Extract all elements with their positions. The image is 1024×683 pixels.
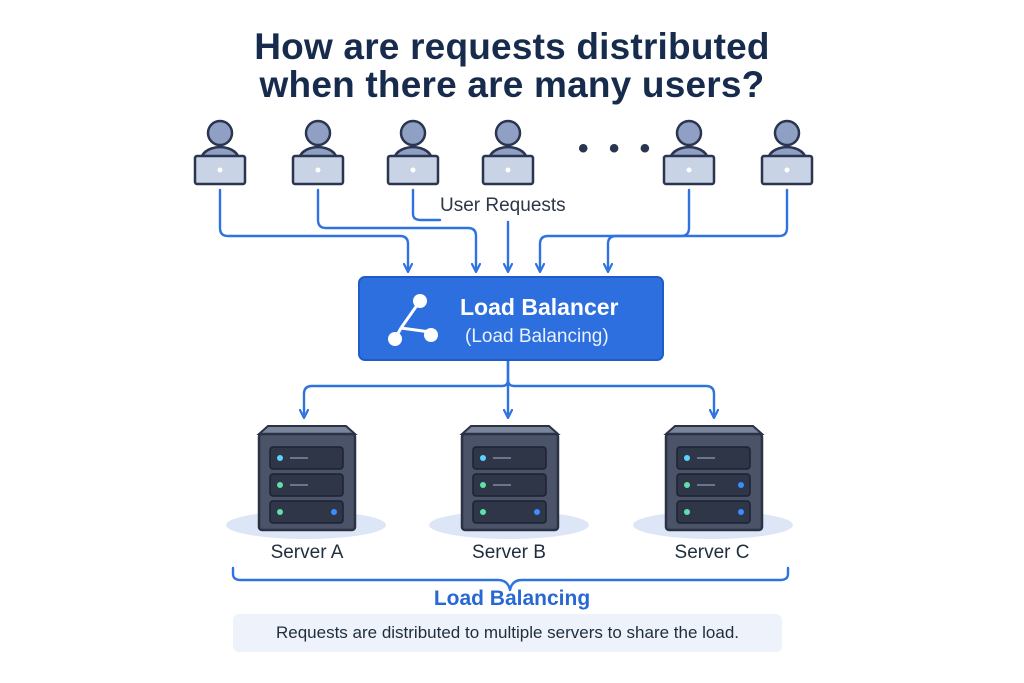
server-c — [633, 422, 793, 547]
caption-text: Requests are distributed to multiple ser… — [275, 623, 740, 642]
arrow-user-1 — [218, 188, 408, 268]
caption-box: Requests are distributed to multiple ser… — [233, 614, 782, 652]
diagram-title-line-2: when there are many users? — [259, 64, 765, 105]
load-balancing-group-label: Load Balancing — [433, 587, 591, 610]
server-b — [429, 422, 589, 547]
server-rack-icon — [633, 425, 793, 539]
user-requests-label: User Requests — [440, 195, 566, 216]
user-laptop-icon — [662, 119, 716, 186]
user-4 — [480, 116, 536, 188]
arrow-user-5 — [608, 188, 789, 268]
load-balancer-subtitle: (Load Balancing) — [465, 326, 609, 347]
server-a-label: Server A — [270, 542, 344, 563]
arrow-user-3 — [411, 188, 442, 222]
share-nodes-icon — [388, 294, 438, 346]
user-6 — [759, 116, 815, 188]
arrow-user-2 — [316, 188, 476, 268]
load-balancer-title: Load Balancer — [460, 294, 619, 320]
server-a — [226, 422, 386, 547]
user-laptop-icon — [760, 119, 814, 186]
arrow-to-server-a — [304, 359, 510, 414]
user-laptop-icon — [481, 119, 535, 186]
arrow-to-server-c — [506, 378, 714, 414]
load-balancer-box: Load Balancer (Load Balancing) — [358, 276, 664, 361]
server-rack-icon — [226, 425, 386, 539]
user-5 — [661, 116, 717, 188]
group-brace — [231, 566, 790, 592]
user-laptop-icon — [193, 119, 247, 186]
user-laptop-icon — [386, 119, 440, 186]
server-rack-icon — [429, 425, 589, 539]
more-users-ellipsis: • • • — [578, 132, 657, 165]
diagram-title-line-1: How are requests distributed — [254, 26, 770, 67]
user-1 — [192, 116, 248, 188]
user-laptop-icon — [291, 119, 345, 186]
user-3 — [385, 116, 441, 188]
server-c-label: Server C — [674, 542, 750, 563]
user-2 — [290, 116, 346, 188]
server-b-label: Server B — [472, 542, 546, 563]
